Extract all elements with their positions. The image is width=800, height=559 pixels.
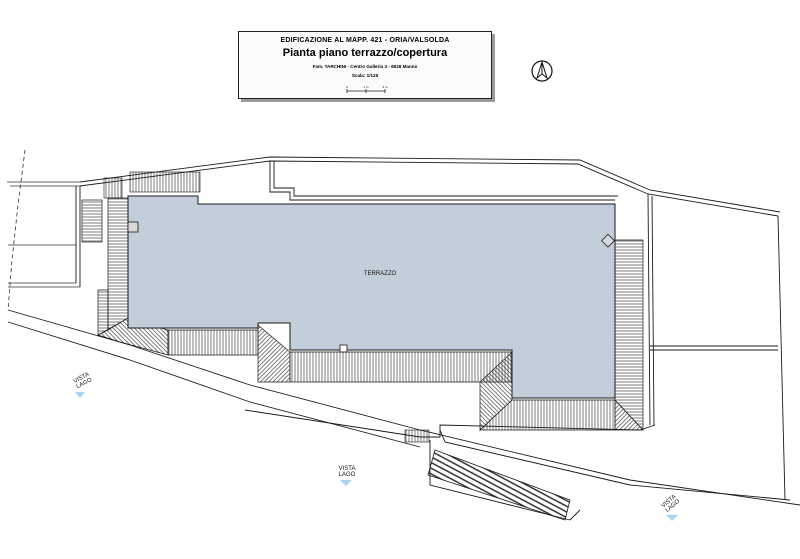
- roof-hatch: [97, 197, 644, 431]
- view-marker-icon: [75, 392, 85, 398]
- client-info: Fam. TARCHINI - Centro Galleria 3 - 6928…: [312, 64, 418, 69]
- view-label-center: VISTA LAGO: [332, 466, 362, 478]
- view-marker-icon: [340, 480, 352, 486]
- terrace-label: TERRAZZO: [363, 271, 397, 277]
- property-boundary: [7, 149, 80, 311]
- lower-stairs: [427, 449, 571, 521]
- view-label-line2: LAGO: [338, 472, 356, 478]
- site-walls: [7, 156, 800, 521]
- scale-tick-0: 0: [346, 85, 348, 89]
- scale-label: Scala: 1/125: [351, 73, 379, 78]
- top-railing: [129, 171, 201, 193]
- view-marker-icon: [666, 515, 678, 521]
- drain-box: [339, 344, 348, 353]
- chimney-right: [601, 233, 615, 248]
- project-title: EDIFICAZIONE AL MAPP. 421 - ORIA/VALSOLD…: [280, 37, 450, 44]
- scale-tick-1: 1 m: [363, 85, 369, 89]
- scale-bar: 0 1 m 2 m: [346, 85, 388, 93]
- plan-title: Pianta piano terrazzo/copertura: [282, 47, 448, 59]
- chimney-left: [127, 221, 139, 233]
- top-left-stair: [103, 177, 123, 199]
- left-stair: [81, 199, 103, 243]
- view-label-line1: VISTA: [338, 466, 356, 472]
- terrace-area: [127, 195, 616, 399]
- scale-tick-2: 2 m: [382, 85, 388, 89]
- lower-gate: [404, 429, 430, 443]
- north-arrow-icon: [531, 60, 553, 82]
- title-block: EDIFICAZIONE AL MAPP. 421 - ORIA/VALSOLD…: [238, 31, 492, 99]
